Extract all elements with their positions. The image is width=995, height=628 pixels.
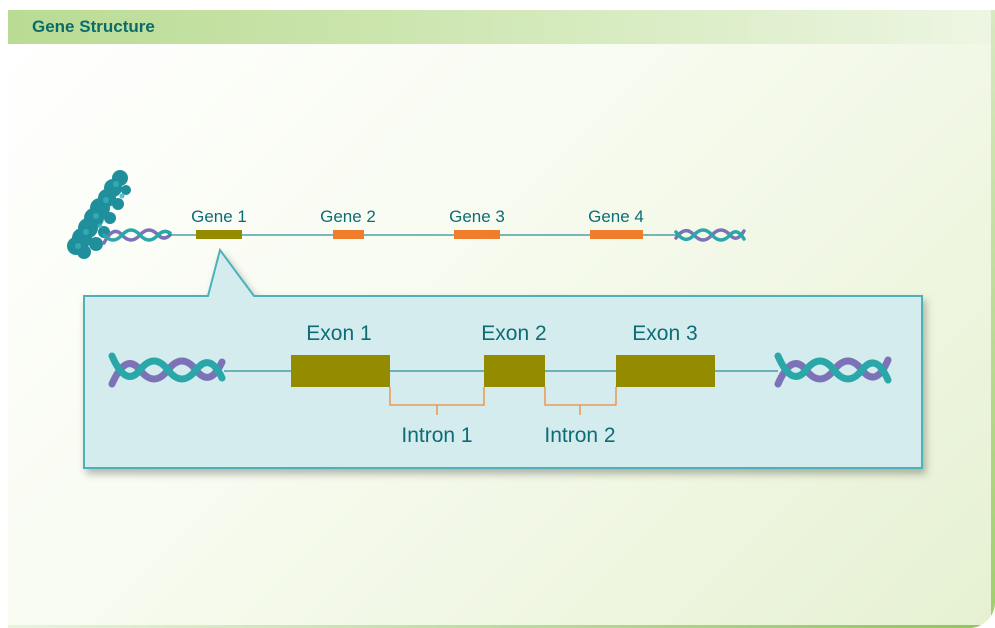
- exon-1-label: Exon 1: [306, 322, 371, 345]
- intron-2-bracket: [544, 387, 617, 415]
- exon-3-label: Exon 3: [632, 322, 697, 345]
- dna-helix-icon: [108, 352, 226, 388]
- gene-1-bar: [196, 230, 242, 239]
- gene-2-bar: [333, 230, 364, 239]
- dna-helix-icon: [102, 228, 172, 245]
- exon-2-label: Exon 2: [481, 322, 546, 345]
- card-bottom-edge: [8, 625, 995, 628]
- gene-2-label: Gene 2: [320, 207, 376, 226]
- gene-4-label: Gene 4: [588, 207, 644, 226]
- intron-1-label: Intron 1: [401, 424, 472, 447]
- gene-3-label: Gene 3: [449, 207, 505, 226]
- dna-helix-icon: [674, 228, 746, 242]
- gene-4-bar: [590, 230, 643, 239]
- exon-1-block: [291, 355, 390, 387]
- exon-3-block: [616, 355, 715, 387]
- gene-detail-callout: Exon 1 Exon 2 Exon 3 Intron 1 Intron 2: [83, 247, 923, 469]
- gene-3-bar: [454, 230, 500, 239]
- page-title: Gene Structure: [32, 17, 155, 36]
- gene-1-label: Gene 1: [191, 207, 247, 226]
- header-bar: Gene Structure: [8, 10, 995, 44]
- dna-helix-icon: [774, 352, 892, 388]
- chromatin-icon: [67, 170, 131, 259]
- chromosome-row: Gene 1 Gene 2 Gene 3 Gene 4: [67, 170, 746, 259]
- intron-1-bracket: [389, 387, 485, 415]
- exon-2-block: [484, 355, 545, 387]
- intron-2-label: Intron 2: [544, 424, 615, 447]
